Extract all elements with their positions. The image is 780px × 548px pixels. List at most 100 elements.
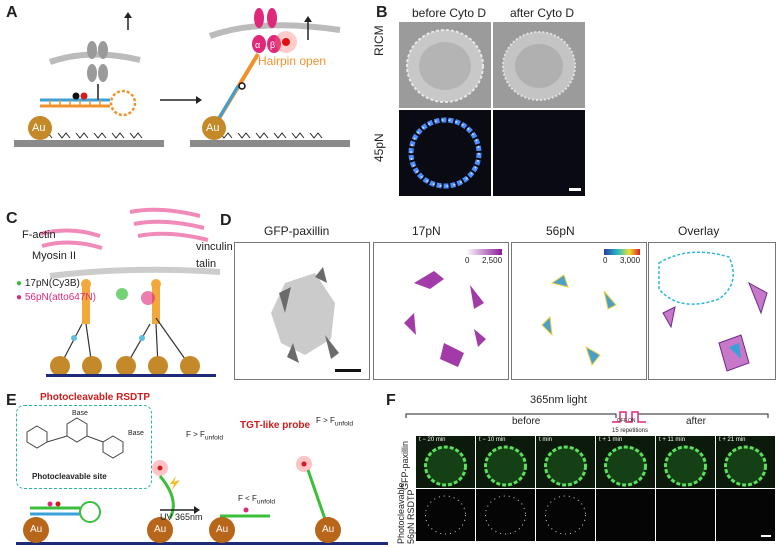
f-time-label: t + 11 min (659, 437, 686, 443)
au-label-a1: Au (32, 122, 46, 134)
hairpin-loop (109, 89, 137, 117)
substrate-right (190, 140, 350, 147)
f-row-pc-2: 56pN RSDTP (406, 489, 416, 544)
legend-56pn: ● 56pN(atto647N) (16, 292, 96, 303)
cbar-17pn (466, 249, 502, 255)
legend-17pn: ● 17pN(Cy3B) (16, 278, 80, 289)
f-gt-text-2: F > F (316, 416, 335, 425)
f-lt-text: F < F (238, 494, 257, 503)
factin-label: F-actin (22, 229, 56, 241)
base-label-1: Base (72, 410, 88, 417)
panel-letter-e: E (6, 392, 17, 409)
cbar17-max: 2,500 (482, 256, 503, 265)
f-time-label: t min (539, 437, 553, 443)
f-off-label: OFF (617, 418, 627, 424)
f-gfp-frame: t + 21 min (716, 436, 775, 488)
hairpin-open-label: Hairpin open (258, 54, 327, 68)
f-time-label: t − 20 min (419, 437, 446, 443)
cbar17-min: 0 (465, 256, 470, 265)
cbar56-min: 0 (603, 256, 608, 265)
tgt-label: TGT-like probe (240, 420, 311, 431)
d-overlay-image (648, 242, 776, 380)
f-rsdtp-frame (596, 489, 655, 541)
integrin-pink (252, 8, 281, 53)
f-time-label: t + 21 min (719, 437, 746, 443)
f-before-label: before (512, 416, 541, 427)
f-lt-label: F < Funfold (238, 494, 275, 506)
d-56pn-image (511, 242, 647, 380)
panel-a-diagram (14, 8, 350, 147)
f-gfp-frame: t − 20 min (416, 436, 475, 488)
au-label-a2: Au (206, 122, 220, 134)
au-e2 (147, 517, 173, 543)
col-after-cytod: after Cyto D (510, 6, 575, 20)
d-17pn-image (373, 242, 509, 380)
panel-c-diagram (39, 207, 221, 377)
f-rsdtp-frame (476, 489, 535, 541)
au-label-e3: Au (216, 524, 229, 535)
beta-label: β (270, 40, 276, 50)
panel-letter-a: A (6, 4, 18, 21)
base-label-2: Base (128, 430, 144, 437)
f-gfp-frame: t + 11 min (656, 436, 715, 488)
integrin-grey (87, 41, 108, 82)
d-title-17pn: 17pN (412, 224, 441, 238)
force-45pn-after-image (493, 110, 585, 196)
au-e1 (23, 517, 49, 543)
au-particle-a1 (28, 116, 52, 140)
f-lt-sub: unfold (256, 498, 276, 506)
substrate-left (14, 140, 164, 147)
vinculin-label: vinculin (196, 241, 233, 253)
f-time-label: t + 1 min (599, 437, 623, 443)
talin-pillar-1 (82, 282, 90, 324)
legend-17pn-text: 17pN(Cy3B) (24, 278, 80, 289)
panel-e-diagram (16, 456, 388, 545)
f-image-grid: t − 20 min t − 10 min t min t + 1 min t + 11… (416, 436, 776, 548)
overlay-roi (658, 251, 734, 305)
d-title-overlay: Overlay (678, 224, 720, 238)
d-gfp-image (234, 242, 370, 380)
au-label-e4: Au (322, 524, 335, 535)
au-e4 (315, 517, 341, 543)
au-e3 (209, 517, 235, 543)
au-particles-c (50, 356, 200, 376)
f-gfp-frame: t + 1 min (596, 436, 655, 488)
f-rsdtp-frame (536, 489, 595, 541)
f-rsdtp-frame (716, 489, 775, 541)
factin-filaments (39, 207, 209, 250)
panel-letter-b: B (376, 4, 388, 21)
scale-bar-d (335, 369, 361, 372)
f-rsdtp-frame (416, 489, 475, 541)
ricm-before-image (399, 22, 491, 108)
scale-bar-b (569, 188, 581, 191)
scale-bar-f (761, 535, 771, 537)
cbar-56pn (604, 249, 640, 255)
f-gt-label: F > Funfold (186, 430, 223, 442)
f-gfp-frame: t min (536, 436, 595, 488)
f-row-pc-1: Photocleavable (396, 482, 406, 544)
photocleavable-site-label: Photocleavable site (32, 472, 107, 481)
au-label-e1: Au (30, 524, 43, 535)
f-light-label: 365nm light (530, 394, 587, 406)
panel-letter-f: F (386, 392, 396, 409)
au-particle-a2 (202, 116, 226, 140)
f-rsdtp-frame (656, 489, 715, 541)
force-45pn-before-image (399, 110, 491, 196)
d-title-56pn: 56pN (546, 224, 575, 238)
rsdtp-box (16, 405, 152, 489)
legend-56pn-text: 56pN(atto647N) (24, 292, 96, 303)
row-ricm: RICM (372, 25, 386, 56)
f-reps-label: 15 repetitions (612, 428, 649, 434)
ricm-after-image (493, 22, 585, 108)
f-after-label: after (686, 416, 707, 427)
f-on-label: ON (628, 418, 636, 424)
d-title-gfp: GFP-paxillin (264, 224, 330, 238)
col-before-cytod: before Cyto D (412, 6, 487, 20)
talin-pillar-2 (152, 282, 160, 324)
uv-label: UV 365nm (160, 512, 203, 522)
row-45pn: 45pN (372, 133, 386, 162)
light-pulse-trace (612, 411, 646, 423)
f-gfp-frame: t − 10 min (476, 436, 535, 488)
rsdtp-title: Photocleavable RSDTP (40, 392, 151, 403)
uv-lightning-icon (170, 476, 180, 490)
